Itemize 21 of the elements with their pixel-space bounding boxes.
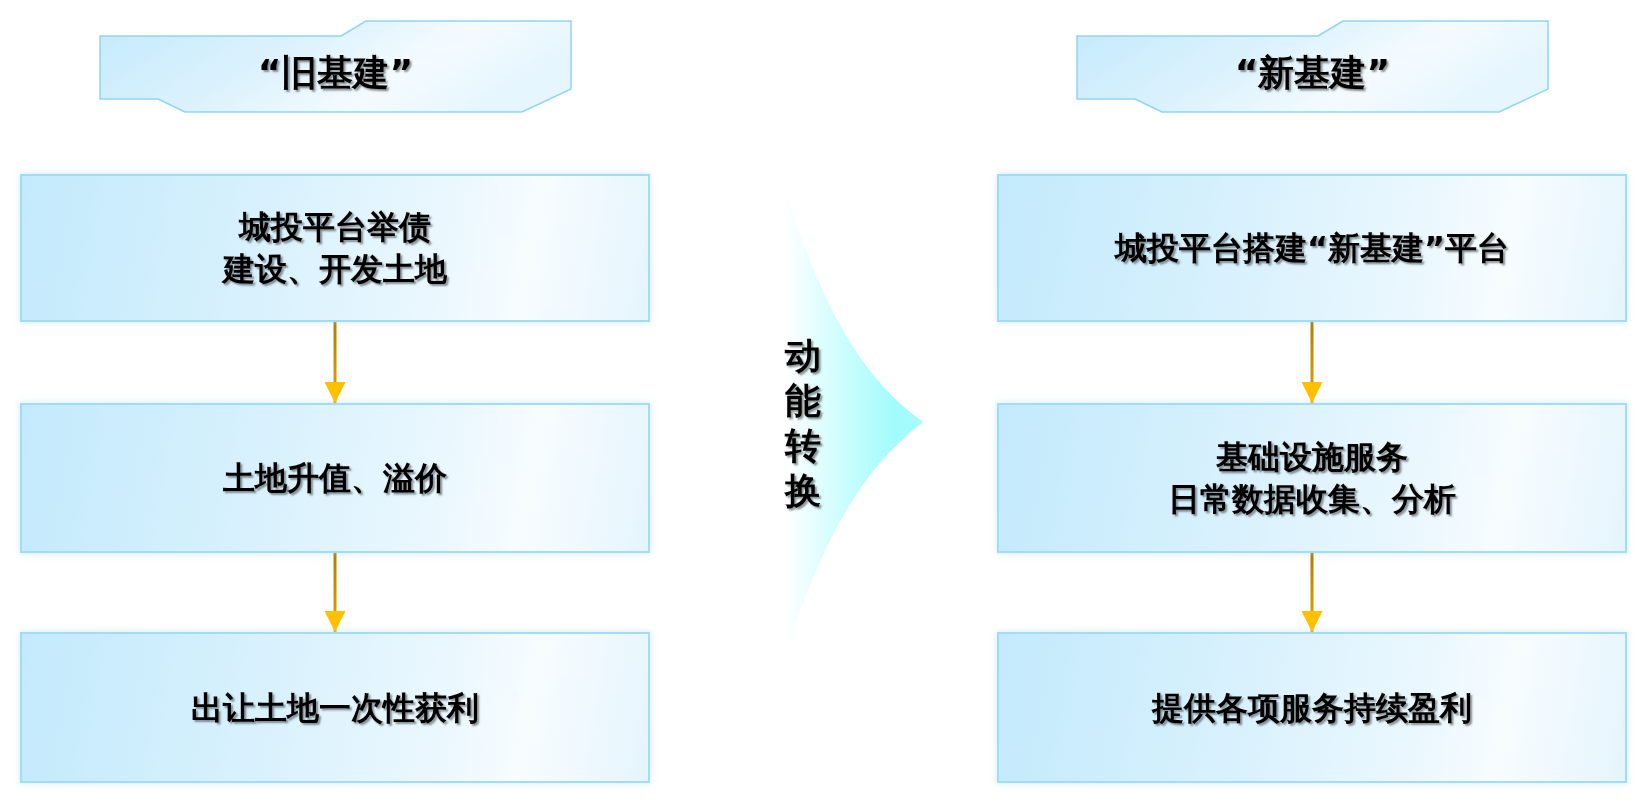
process-box	[20, 174, 650, 322]
arrow	[1301, 322, 1323, 403]
vertical-label: 动能转换	[785, 334, 821, 513]
arrow	[1301, 553, 1323, 632]
step-label: 基础设施服务日常数据收集、分析	[1168, 437, 1456, 520]
banner-title: “新基建”	[1234, 50, 1391, 95]
process-box	[997, 403, 1627, 553]
process-box	[997, 174, 1627, 322]
step-label: 城投平台搭建“新基建”平台	[1114, 228, 1510, 269]
arrow	[324, 322, 346, 403]
arrow	[324, 553, 346, 632]
banner	[99, 20, 572, 113]
process-box	[20, 403, 650, 553]
step-label: 提供各项服务持续盈利	[1152, 687, 1472, 729]
banner-title: “旧基建”	[257, 50, 414, 95]
banner	[1076, 20, 1549, 113]
process-box	[997, 632, 1627, 783]
step-label: 土地升值、溢价	[223, 458, 447, 499]
process-box	[20, 632, 650, 783]
step-label: 出让土地一次性获利	[191, 687, 479, 729]
step-label: 城投平台举债建设、开发土地	[223, 207, 447, 290]
